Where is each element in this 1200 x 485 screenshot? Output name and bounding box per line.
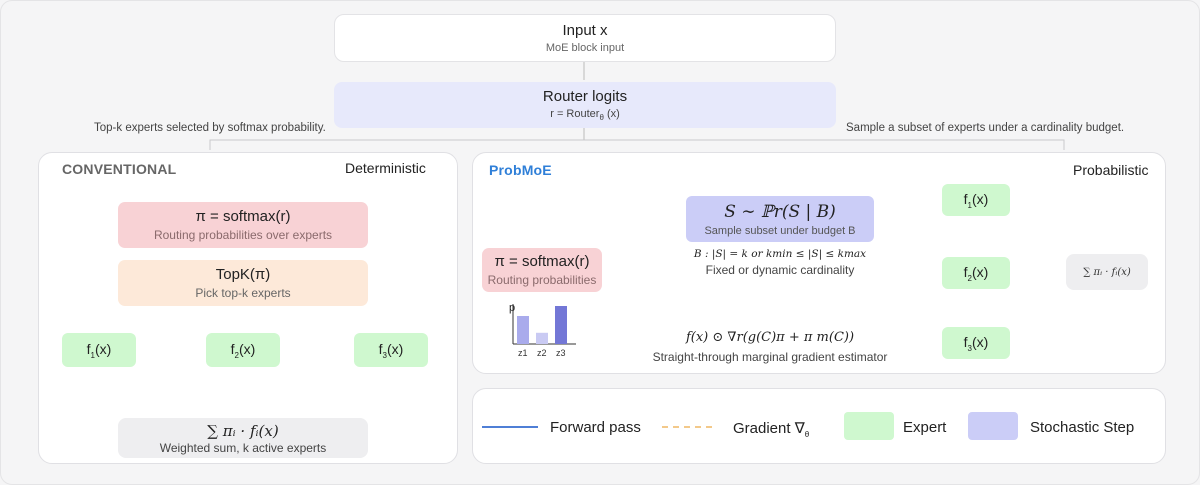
- conventional-mode: Deterministic: [345, 160, 426, 176]
- prob-sum-box: ∑ πᵢ · fᵢ(x): [1066, 254, 1148, 290]
- budget-subtitle: Fixed or dynamic cardinality: [705, 263, 855, 277]
- mini-chart-bar: [536, 332, 548, 344]
- conv-softmax-formula: π = softmax(r): [195, 208, 291, 225]
- legend-gradient-line: [662, 426, 714, 428]
- input-title: Input x: [562, 22, 608, 39]
- sample-formula: S ∼ ℙr(S | B): [724, 201, 836, 222]
- topk-formula: TopK(π): [215, 266, 271, 283]
- mini-chart-tick-label: z3: [556, 348, 566, 358]
- conv-expert-f1: f1(x): [62, 333, 136, 367]
- mini-chart-bar: [555, 306, 567, 344]
- input-box: Input x MoE block input: [334, 14, 836, 62]
- conventional-title: CONVENTIONAL: [62, 161, 177, 177]
- conv-expert-f3: f3(x): [354, 333, 428, 367]
- prob-softmax-subtitle: Routing probabilities: [487, 273, 597, 287]
- prob-expert-f3: f3(x): [942, 327, 1010, 359]
- gradient-formula: f(x) ⊙ ∇r(g(C)π + π m(C)): [685, 330, 855, 345]
- gradient-subtitle: Straight-through marginal gradient estim…: [652, 350, 888, 364]
- prob-mini-chart: p z1 z2 z3: [509, 302, 576, 358]
- legend-expert-label: Expert: [903, 419, 947, 436]
- probmoe-mode: Probabilistic: [1073, 162, 1149, 178]
- gradient-estimator: f(x) ⊙ ∇r(g(C)π + π m(C)) Straight-throu…: [640, 330, 900, 364]
- input-subtitle: MoE block input: [545, 42, 625, 54]
- mini-chart-tick-label: z2: [537, 348, 547, 358]
- sample-subtitle: Sample subset under budget B: [704, 224, 856, 237]
- mini-chart-tick-label: z1: [518, 348, 528, 358]
- legend-forward-label: Forward pass: [550, 419, 641, 436]
- conv-expert-f2: f2(x): [206, 333, 280, 367]
- prob-expert-f1: f1(x): [942, 184, 1010, 216]
- sample-box: S ∼ ℙr(S | B) Sample subset under budget…: [686, 196, 874, 242]
- legend-stochastic-swatch: [968, 412, 1018, 440]
- conv-softmax-box: π = softmax(r) Routing probabilities ove…: [118, 202, 368, 248]
- router-title: Router logits: [542, 87, 628, 105]
- legend-gradient-label: Gradient ∇θ: [733, 420, 810, 439]
- router-box: Router logits r = Routerθ (x): [334, 82, 836, 128]
- mini-chart-ylabel: p: [509, 302, 515, 314]
- bracket-line: [209, 139, 1065, 150]
- topk-subtitle: Pick top-k experts: [195, 286, 291, 300]
- mini-chart-bar: [517, 316, 529, 344]
- note-sample: Sample a subset of experts under a cardi…: [846, 122, 1125, 134]
- legend-forward-line: [482, 426, 538, 428]
- conv-sum-formula: ∑ πᵢ · fᵢ(x): [207, 421, 279, 440]
- probmoe-title: ProbMoE: [489, 162, 552, 178]
- topk-box: TopK(π) Pick top-k experts: [118, 260, 368, 306]
- conv-sum-box: ∑ πᵢ · fᵢ(x) Weighted sum, k active expe…: [118, 418, 368, 458]
- router-formula: r = Routerθ (x): [550, 107, 620, 123]
- legend-stochastic-label: Stochastic Step: [1030, 419, 1135, 436]
- budget-note: B : |S| = k or kmin ≤ |S| ≤ kmax Fixed o…: [668, 248, 892, 277]
- conv-softmax-subtitle: Routing probabilities over experts: [153, 228, 333, 242]
- budget-formula: B : |S| = k or kmin ≤ |S| ≤ kmax: [693, 248, 867, 260]
- legend-panel: [472, 388, 1166, 464]
- prob-softmax-formula: π = softmax(r): [494, 253, 590, 270]
- prob-softmax-box: π = softmax(r) Routing probabilities: [482, 248, 602, 292]
- prob-sum-formula: ∑ πᵢ · fᵢ(x): [1083, 266, 1131, 278]
- note-topk: Top-k experts selected by softmax probab…: [94, 122, 326, 134]
- prob-expert-f2: f2(x): [942, 257, 1010, 289]
- conv-sum-subtitle: Weighted sum, k active experts: [159, 440, 327, 455]
- legend-expert-swatch: [844, 412, 894, 440]
